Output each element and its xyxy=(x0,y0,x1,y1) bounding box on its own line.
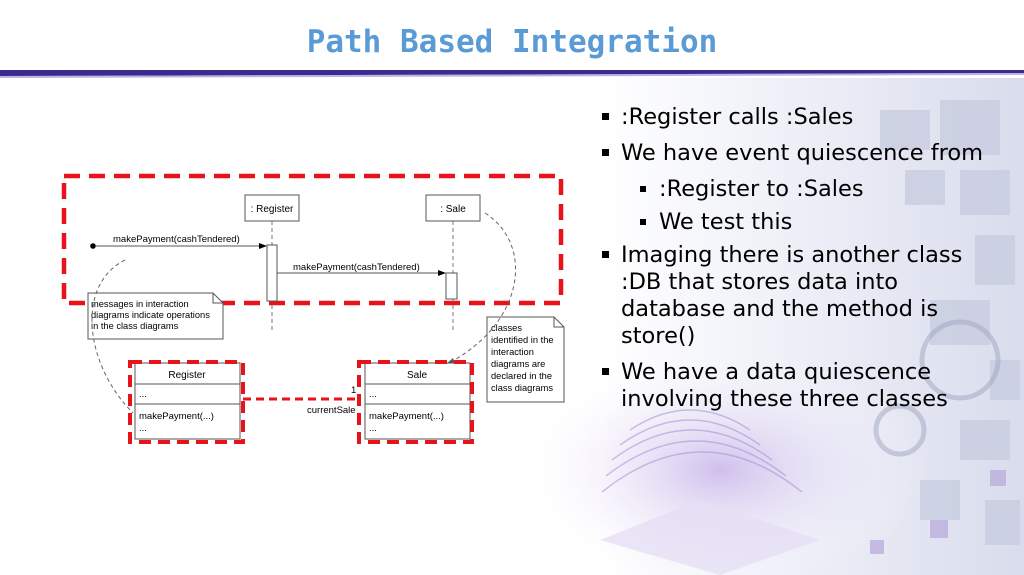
sub-bullet-item: :Register to :Sales xyxy=(638,176,1000,203)
highlight-box-interaction xyxy=(61,173,564,306)
highlight-box-register xyxy=(128,360,245,444)
slide-title: Path Based Integration xyxy=(306,24,718,60)
association-multiplicity: 1 xyxy=(351,385,356,396)
lifeline-sale-label: : Sale xyxy=(440,204,466,215)
lifeline-register-head xyxy=(244,194,300,222)
message-2-label: makePayment(cashTendered) xyxy=(293,262,420,273)
class-register xyxy=(134,362,241,440)
note-right-line-1: classes xyxy=(491,323,522,333)
note-right-line-4: diagrams are xyxy=(491,359,545,369)
bullet-item: :Register calls :Sales xyxy=(600,104,1000,131)
class-register-op-2: ... xyxy=(139,423,147,434)
uml-diagram: : Register : Sale makePayment(cashTender… xyxy=(61,173,565,444)
note-right-line-2: identified in the xyxy=(491,335,554,345)
bullet-list: :Register calls :Sales We have event qui… xyxy=(600,104,1000,422)
bullet-item: We have a data quiescence involving thes… xyxy=(600,359,1000,413)
note-left-line-2: diagrams indicate operations xyxy=(91,310,210,320)
title-underline xyxy=(0,70,1024,78)
class-register-name: Register xyxy=(168,370,206,381)
note-right-line-5: declared in the xyxy=(491,371,552,381)
note-left xyxy=(87,292,224,340)
association-role: currentSale xyxy=(307,405,356,416)
class-sale xyxy=(364,362,471,440)
class-sale-op-1: makePayment(...) xyxy=(369,411,444,422)
highlight-box-sale xyxy=(357,360,474,444)
note-right-line-6: class diagrams xyxy=(491,383,553,393)
class-sale-name: Sale xyxy=(407,370,427,381)
class-register-op-1: makePayment(...) xyxy=(139,411,214,422)
note-left-line-1: messages in interaction xyxy=(91,299,189,309)
message-1-label: makePayment(cashTendered) xyxy=(113,234,240,245)
class-sale-attrs: ... xyxy=(369,389,377,400)
lifeline-register-label: : Register xyxy=(251,204,294,215)
bullet-item: We have event quiescence from xyxy=(600,140,1000,167)
note-right-line-3: interaction xyxy=(491,347,534,357)
bullet-item: Imaging there is another class :DB that … xyxy=(600,242,1000,350)
note-right xyxy=(486,316,565,403)
class-register-attrs: ... xyxy=(139,389,147,400)
sub-bullet-item: We test this xyxy=(638,209,1000,236)
class-sale-op-2: ... xyxy=(369,423,377,434)
note-left-line-3: in the class diagrams xyxy=(91,321,179,331)
